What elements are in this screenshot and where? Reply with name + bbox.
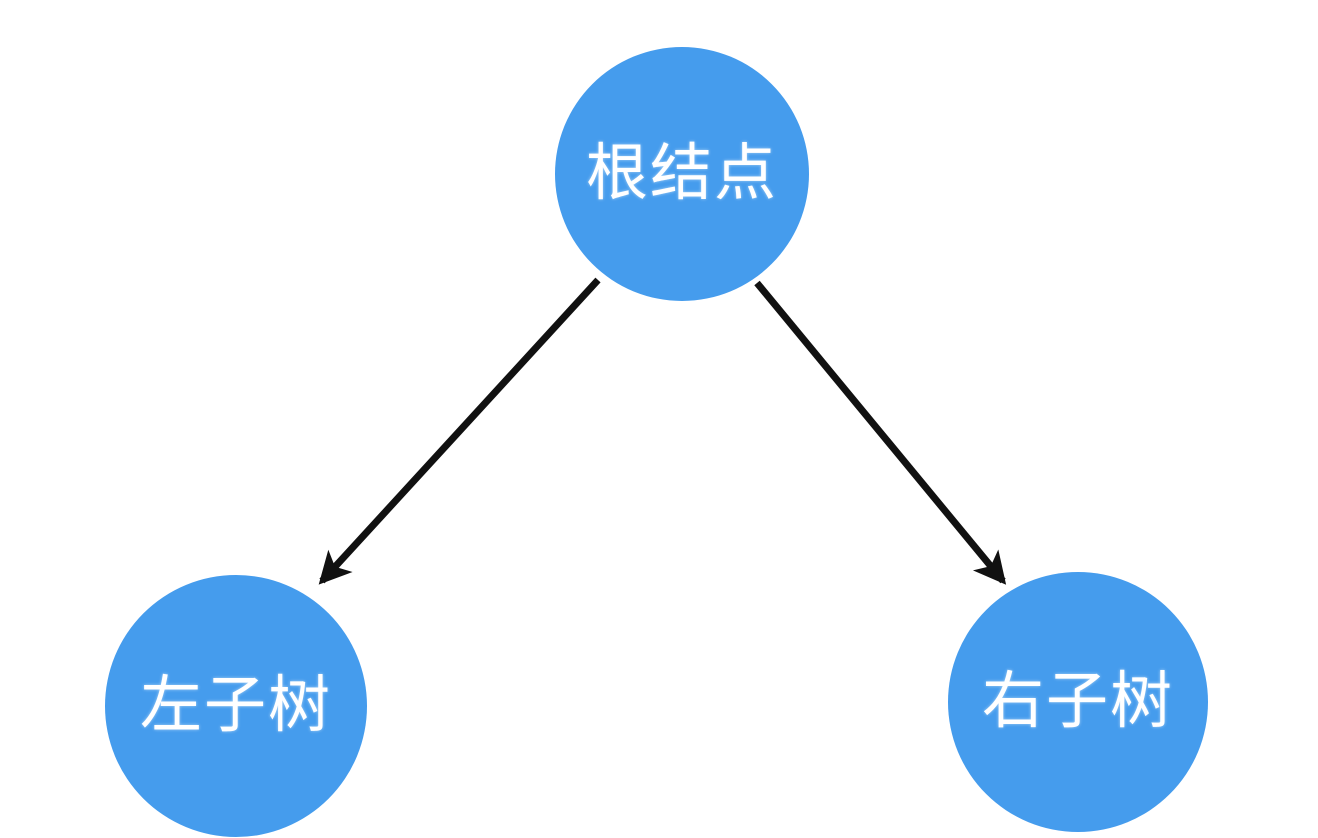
edge-root-to-left-subtree [318, 277, 601, 585]
node-root-label: 根结点 [585, 139, 778, 208]
node-right-subtree[interactable]: 右子树 [948, 572, 1208, 832]
node-left-subtree[interactable]: 左子树 [105, 575, 367, 837]
node-left-subtree-label: 左子树 [139, 671, 332, 740]
edge-root-to-right-subtree [754, 280, 1007, 585]
node-right-subtree-label: 右子树 [981, 667, 1174, 736]
node-root[interactable]: 根结点 [555, 47, 809, 301]
